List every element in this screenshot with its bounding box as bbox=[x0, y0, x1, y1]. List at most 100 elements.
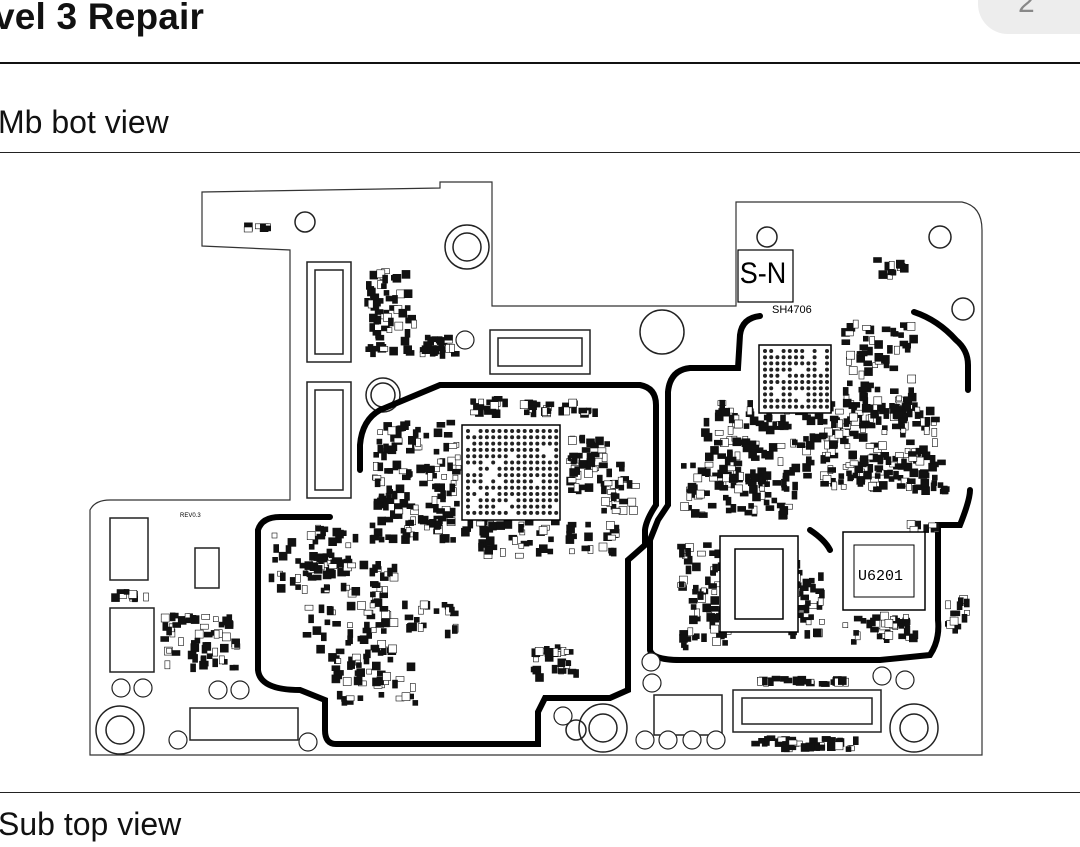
bga-ball bbox=[825, 392, 829, 397]
smd-component bbox=[805, 742, 815, 752]
smd-component bbox=[404, 614, 414, 621]
bga-ball bbox=[466, 479, 470, 484]
smd-component bbox=[384, 468, 393, 474]
section-divider-2 bbox=[0, 792, 1080, 793]
smd-component bbox=[328, 537, 337, 547]
smd-component bbox=[450, 350, 460, 357]
smd-component bbox=[443, 431, 453, 438]
test-point bbox=[641, 652, 661, 672]
smd-component bbox=[818, 680, 828, 687]
smd-component bbox=[379, 605, 389, 612]
smd-component bbox=[534, 647, 544, 656]
bga-ball bbox=[478, 460, 483, 465]
smd-component bbox=[768, 677, 774, 687]
bga-ball bbox=[466, 504, 470, 509]
smd-component bbox=[347, 562, 357, 569]
smd-component bbox=[899, 340, 909, 347]
bga-ball bbox=[541, 498, 546, 503]
bga-ball bbox=[806, 404, 811, 409]
smd-component bbox=[194, 629, 204, 639]
smd-component bbox=[772, 480, 782, 486]
smd-component bbox=[378, 536, 385, 543]
smd-component bbox=[835, 408, 844, 415]
smd-component bbox=[439, 534, 446, 544]
smd-component bbox=[551, 664, 558, 674]
smd-component bbox=[376, 438, 383, 445]
smd-component bbox=[404, 305, 411, 311]
bga-ball bbox=[484, 429, 489, 433]
smd-component bbox=[372, 677, 381, 687]
smd-component bbox=[354, 670, 364, 676]
bga-ball bbox=[541, 479, 546, 484]
smd-component bbox=[834, 741, 844, 751]
bga-ball bbox=[478, 435, 483, 440]
smd-component bbox=[441, 473, 448, 480]
smd-component bbox=[496, 521, 506, 530]
smd-component bbox=[601, 507, 607, 514]
smd-component bbox=[386, 485, 393, 495]
bga-ball bbox=[541, 460, 546, 465]
bga-ball bbox=[503, 473, 508, 478]
bga-ball bbox=[825, 373, 829, 378]
smd-component bbox=[295, 573, 301, 583]
bga-ball bbox=[510, 429, 515, 433]
page-tab[interactable] bbox=[978, 0, 1080, 34]
smd-component bbox=[336, 690, 343, 700]
smd-component bbox=[565, 660, 572, 667]
smd-component bbox=[619, 498, 628, 505]
smd-component bbox=[889, 365, 899, 372]
smd-component bbox=[372, 329, 382, 336]
smd-component bbox=[685, 565, 692, 575]
smd-component bbox=[824, 427, 833, 437]
smd-component bbox=[870, 626, 879, 633]
smd-component bbox=[322, 570, 332, 580]
smd-component bbox=[212, 658, 218, 668]
smd-component bbox=[380, 628, 387, 634]
smd-component bbox=[392, 679, 398, 689]
bga-ball bbox=[503, 435, 508, 440]
smd-component bbox=[688, 597, 698, 604]
smd-component bbox=[849, 430, 859, 437]
smd-component bbox=[443, 442, 450, 452]
smd-component bbox=[278, 551, 288, 561]
smd-component bbox=[687, 627, 694, 637]
smd-component bbox=[424, 524, 430, 531]
smd-component bbox=[809, 433, 816, 442]
bga-ball bbox=[547, 473, 552, 478]
smd-component bbox=[417, 623, 424, 632]
smd-component bbox=[896, 395, 902, 402]
smd-component bbox=[881, 429, 888, 436]
smd-component bbox=[764, 736, 770, 742]
smd-component bbox=[690, 462, 696, 469]
smd-component bbox=[488, 521, 497, 531]
smd-component bbox=[732, 437, 742, 447]
smd-component bbox=[423, 432, 430, 439]
smd-component bbox=[548, 536, 554, 543]
smd-component bbox=[734, 419, 743, 429]
smd-component bbox=[678, 581, 685, 588]
bga-ball bbox=[763, 380, 767, 384]
board-outline bbox=[89, 181, 983, 756]
bga-ball bbox=[763, 373, 767, 378]
smd-component bbox=[370, 351, 376, 358]
smd-component bbox=[931, 428, 938, 437]
smd-component bbox=[337, 567, 346, 577]
smd-component bbox=[454, 454, 461, 461]
smd-component bbox=[433, 428, 443, 438]
smd-component bbox=[686, 492, 693, 501]
smd-component bbox=[255, 223, 261, 230]
smd-component bbox=[374, 309, 384, 315]
smd-component bbox=[324, 619, 331, 626]
smd-component bbox=[535, 547, 542, 557]
bga-ball bbox=[535, 492, 540, 496]
smd-component bbox=[876, 466, 883, 473]
smd-component bbox=[514, 552, 524, 559]
connector-bottom-right bbox=[732, 689, 882, 733]
bga-ball bbox=[547, 498, 552, 503]
bga-ball bbox=[529, 447, 533, 452]
shield-frames bbox=[255, 309, 973, 747]
smd-component bbox=[347, 622, 353, 629]
smd-component bbox=[403, 345, 413, 355]
smd-component bbox=[436, 421, 446, 428]
smd-component bbox=[478, 542, 484, 552]
